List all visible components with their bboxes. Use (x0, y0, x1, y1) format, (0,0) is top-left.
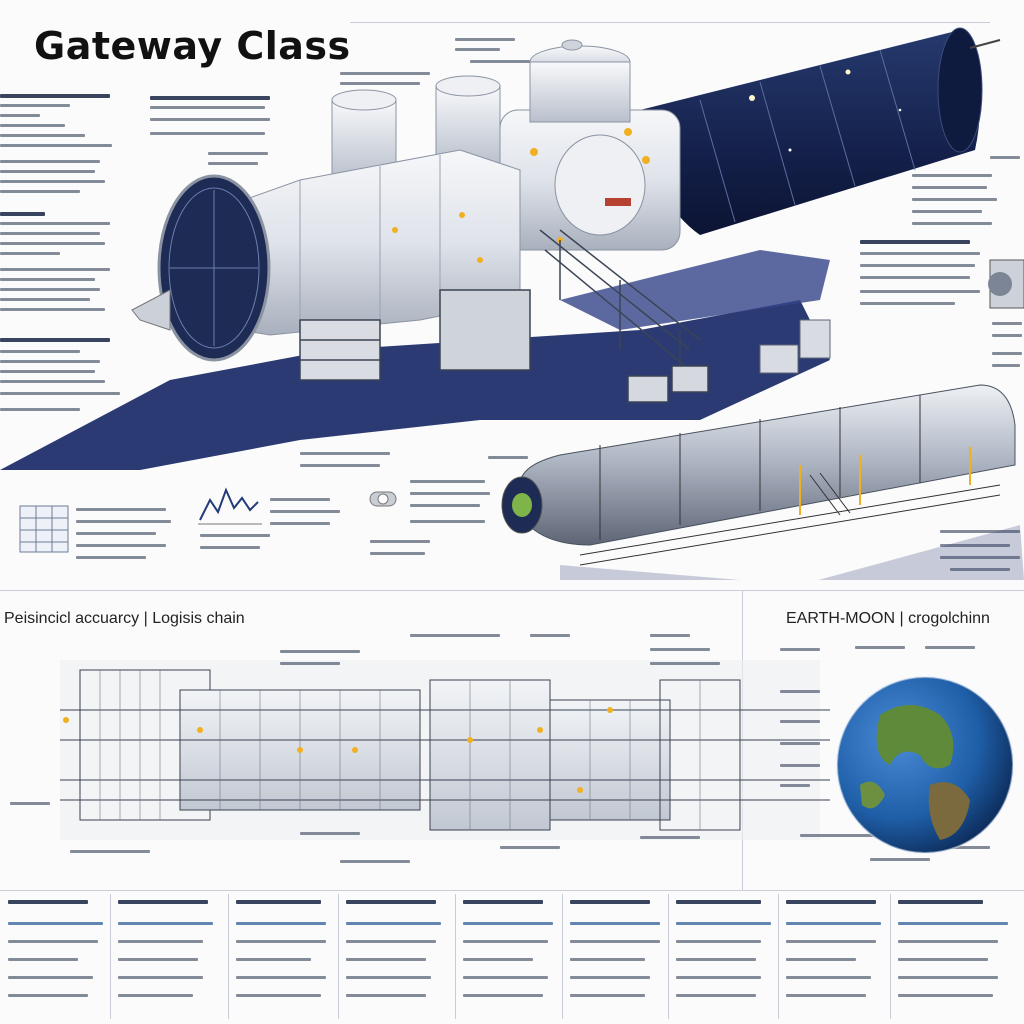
tank-towers (331, 75, 501, 181)
cargo-containers (759, 319, 831, 374)
bar-table-icon (19, 505, 69, 553)
support-scaffold (299, 229, 709, 403)
central-hub-module (499, 39, 681, 251)
dark-cylinder-module (640, 27, 1001, 235)
section-caption-right: EARTH-MOON | crogolchinn (786, 610, 990, 627)
main-cylinder-module (131, 149, 521, 362)
rover-module-illustration (501, 384, 1024, 580)
wheel-component-icon (988, 259, 1024, 309)
lower-panel-frame (0, 590, 1024, 891)
line-chart-icon (198, 487, 262, 525)
station-shadow (0, 300, 830, 470)
earth-globe-illustration (836, 676, 1014, 854)
bottom-data-table (0, 890, 1024, 1024)
blueprint-frame-illustration (60, 660, 830, 840)
page-title: Gateway Class (34, 24, 351, 68)
mini-charts (19, 487, 397, 553)
station-module-illustration (0, 27, 1024, 470)
toggle-icon (369, 491, 397, 507)
section-caption-left: Peisincicl accuarcy | Logisis chain (4, 610, 245, 627)
guide-line-top (350, 22, 990, 23)
